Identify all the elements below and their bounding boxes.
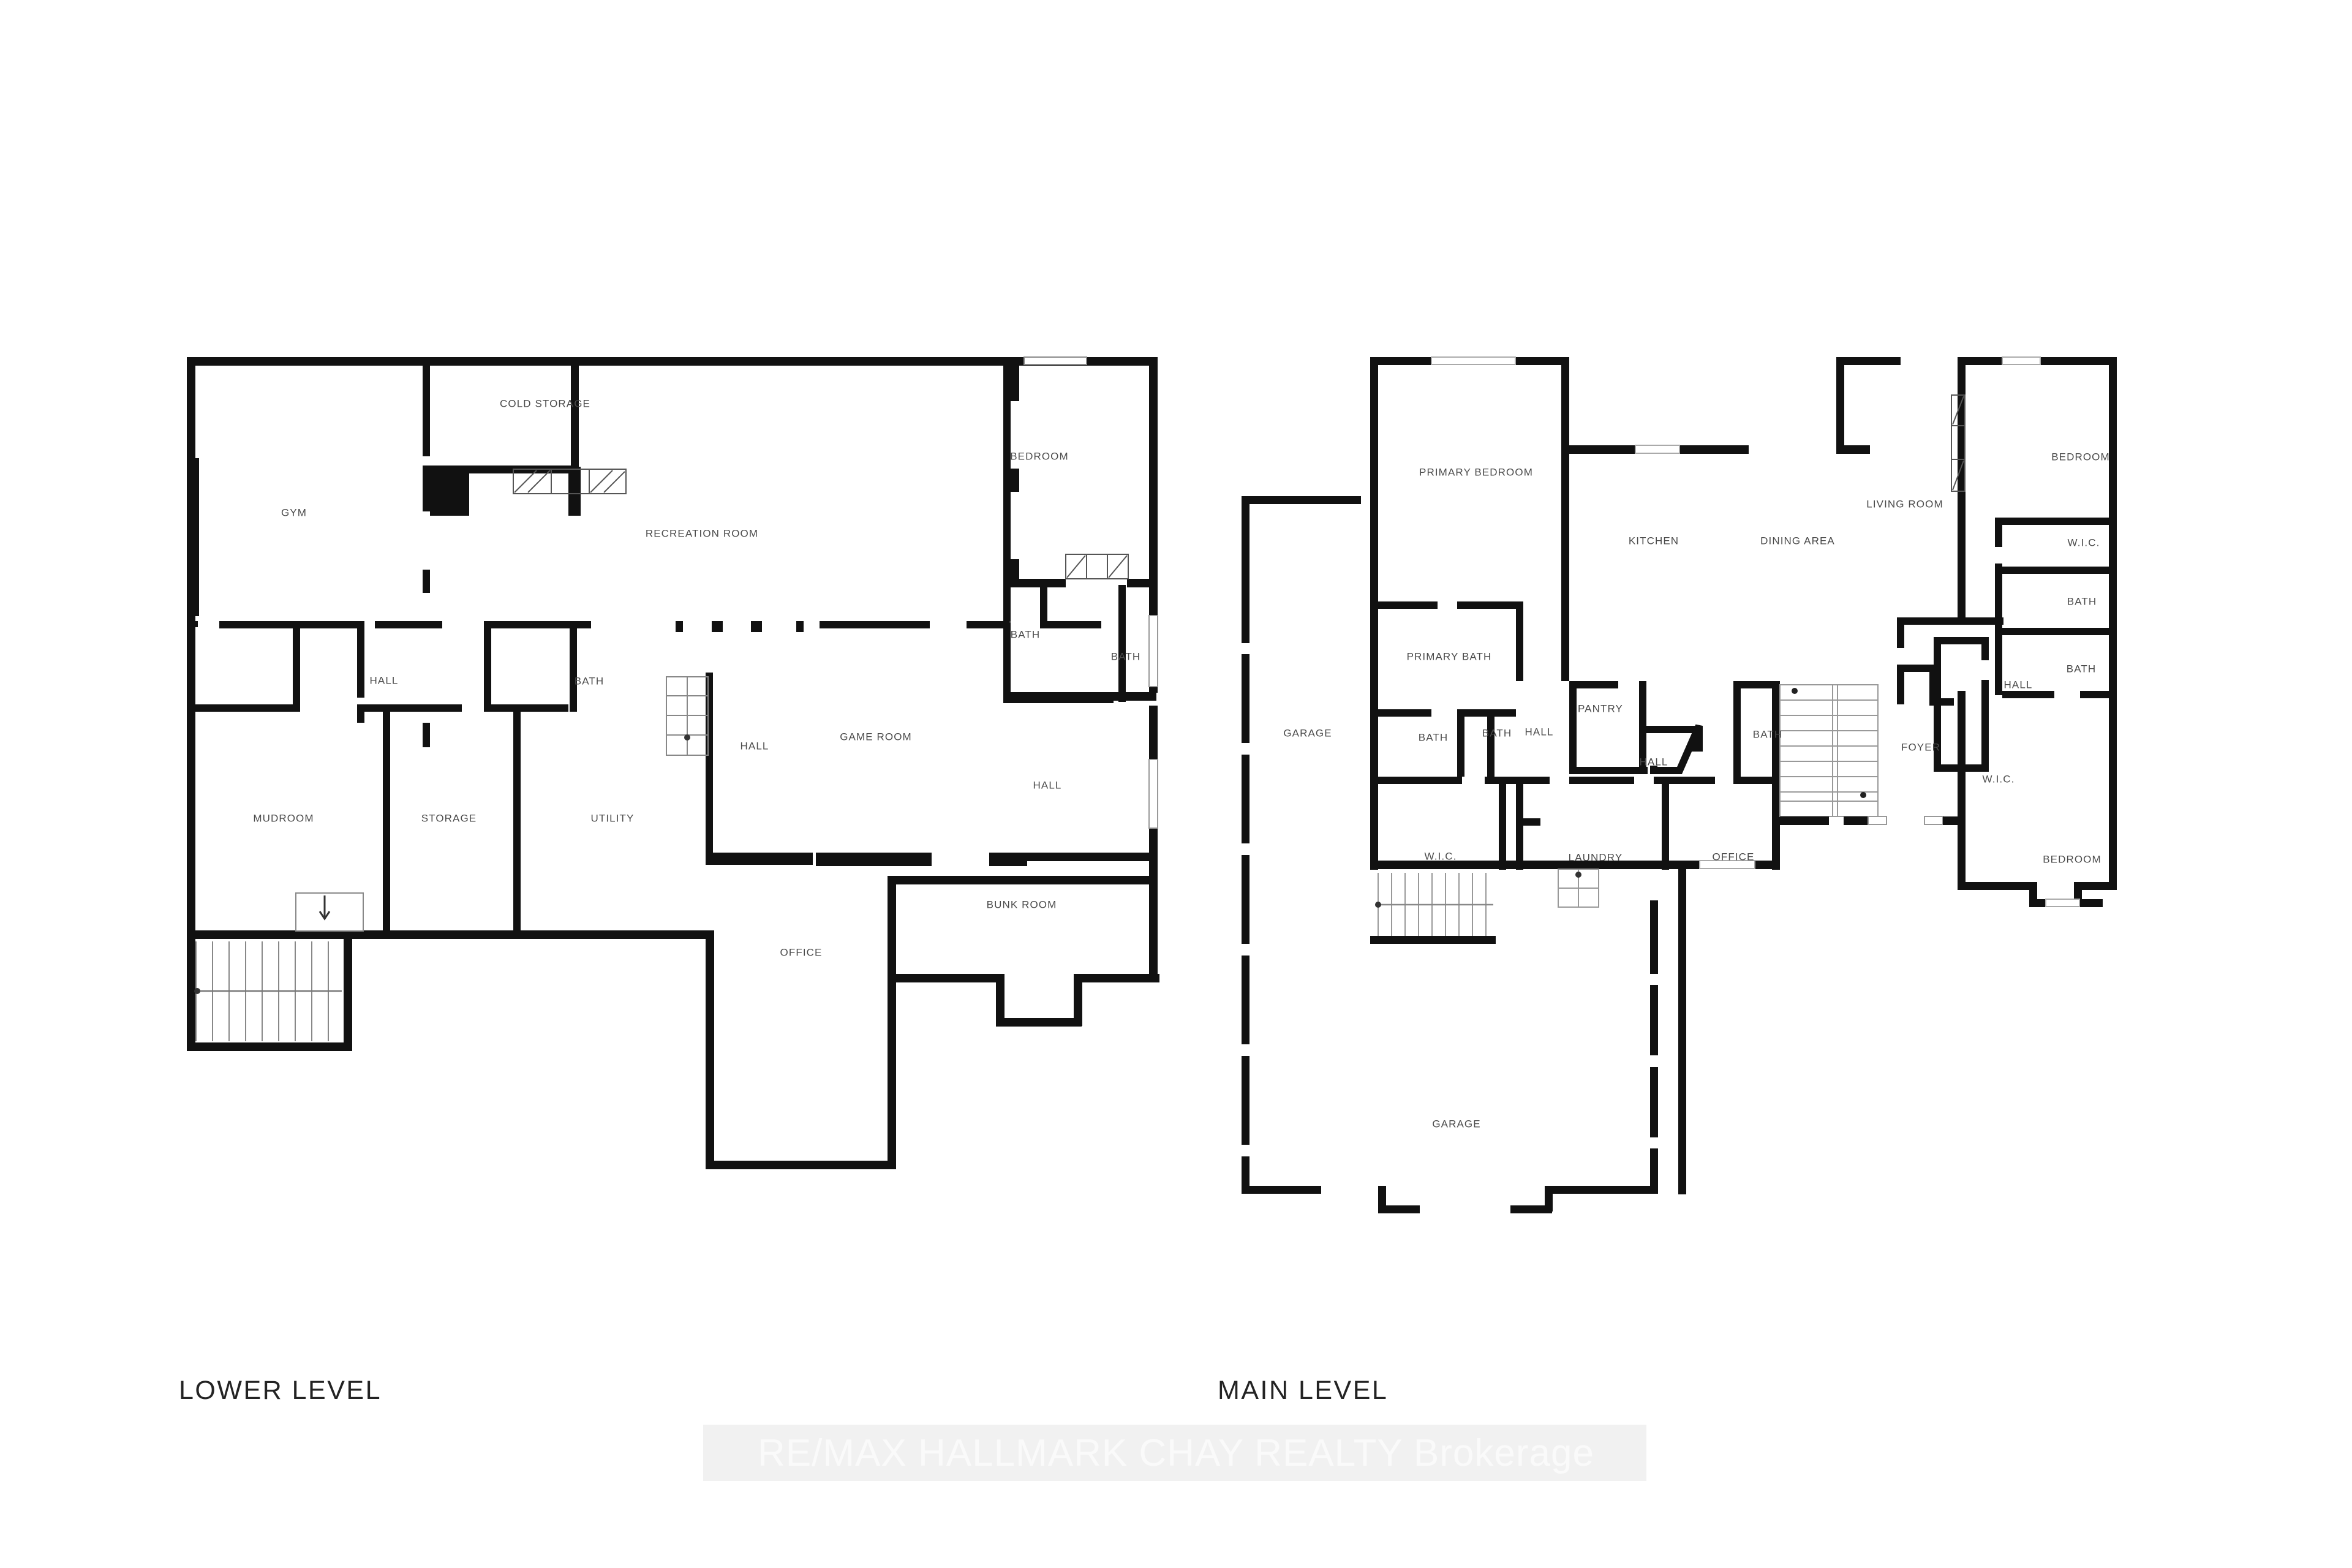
room-label: W.I.C.: [2068, 537, 2100, 548]
room-label: HALL: [1033, 779, 1062, 791]
room-label: GAME ROOM: [840, 731, 912, 742]
main-level-garage-walls: [1242, 496, 1658, 1213]
room-label: OFFICE: [780, 946, 823, 958]
main-level-plan: PRIMARY BEDROOM KITCHEN DINING AREA LIVI…: [1242, 356, 2117, 1213]
room-label: PANTRY: [1578, 703, 1623, 714]
room-label: HALL: [741, 740, 769, 752]
room-label: RECREATION ROOM: [646, 527, 758, 539]
room-label: COLD STORAGE: [500, 398, 590, 409]
room-label: BEDROOM: [1010, 450, 1069, 462]
room-label: GARAGE: [1432, 1118, 1480, 1129]
brokerage-watermark: RE/MAX HALLMARK CHAY REALTY Brokerage: [758, 1432, 1594, 1474]
room-label: UTILITY: [591, 812, 635, 824]
room-label: BATH: [1011, 628, 1040, 640]
room-label: MUDROOM: [253, 812, 314, 824]
room-label: HALL: [370, 674, 399, 686]
room-label: PRIMARY BEDROOM: [1419, 466, 1533, 478]
room-label: BATH: [1419, 731, 1448, 743]
room-label: OFFICE: [1713, 851, 1755, 862]
room-label: HALL: [1640, 756, 1668, 767]
room-label: LIVING ROOM: [1866, 498, 1943, 510]
main-level-room-labels: PRIMARY BEDROOM KITCHEN DINING AREA LIVI…: [1283, 451, 2109, 1129]
lower-level-plan: GYM COLD STORAGE RECREATION ROOM BEDROOM…: [187, 356, 1159, 1169]
room-label: GARAGE: [1283, 727, 1332, 739]
lower-level-room-labels: GYM COLD STORAGE RECREATION ROOM BEDROOM…: [253, 398, 1140, 958]
room-label: KITCHEN: [1629, 535, 1679, 546]
room-label: BUNK ROOM: [987, 899, 1057, 910]
room-label: BATH: [2067, 595, 2097, 607]
room-label: BATH: [2067, 663, 2096, 674]
room-label: W.I.C.: [1983, 773, 2015, 785]
room-label: BEDROOM: [2043, 853, 2101, 865]
room-label: DINING AREA: [1760, 535, 1835, 546]
room-label: BATH: [1753, 728, 1782, 740]
room-label: W.I.C.: [1425, 850, 1457, 862]
room-label: HALL: [1525, 726, 1554, 737]
main-level-title: MAIN LEVEL: [1218, 1376, 1389, 1405]
room-label: FOYER: [1901, 741, 1940, 753]
room-label: STORAGE: [421, 812, 477, 824]
room-label: HALL: [2004, 679, 2033, 690]
room-label: BATH: [1482, 727, 1512, 739]
room-label: BEDROOM: [2051, 451, 2110, 462]
room-label: GYM: [281, 507, 307, 518]
room-label: LAUNDRY: [1569, 851, 1623, 863]
room-label: BATH: [1111, 650, 1140, 662]
lower-level-title: LOWER LEVEL: [179, 1376, 382, 1405]
lower-level-interior-walls: [187, 356, 1158, 1041]
room-label: BATH: [575, 675, 604, 687]
main-level-interior-walls: [1370, 357, 2117, 944]
room-label: PRIMARY BATH: [1407, 650, 1492, 662]
watermark-band: [703, 1425, 1646, 1481]
